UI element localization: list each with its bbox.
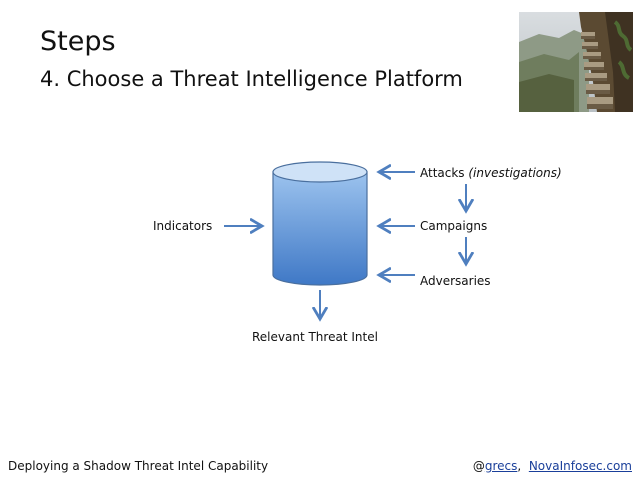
- footer-separator: ,: [517, 459, 529, 473]
- twitter-handle-link[interactable]: grecs: [484, 459, 518, 473]
- attacks-label-main: Attacks: [420, 166, 469, 180]
- indicators-label: Indicators: [153, 219, 213, 233]
- footer-links: @grecs, NovaInfosec.com: [473, 459, 632, 473]
- stone-stairs-photo: [519, 12, 633, 112]
- footer-deck-title: Deploying a Shadow Threat Intel Capabili…: [8, 459, 269, 473]
- attacks-label: Attacks (investigations): [420, 166, 562, 180]
- adversaries-label: Adversaries: [420, 274, 491, 288]
- footer-at-sign: @: [472, 459, 485, 473]
- database-cylinder-icon: [272, 161, 368, 286]
- output-label: Relevant Threat Intel: [252, 330, 378, 344]
- campaigns-label: Campaigns: [420, 219, 488, 233]
- attacks-label-note: (investigations): [468, 166, 562, 180]
- slide-title: Steps: [40, 26, 116, 57]
- website-link[interactable]: NovaInfosec.com: [528, 459, 632, 473]
- slide-subtitle: 4. Choose a Threat Intelligence Platform: [40, 67, 463, 91]
